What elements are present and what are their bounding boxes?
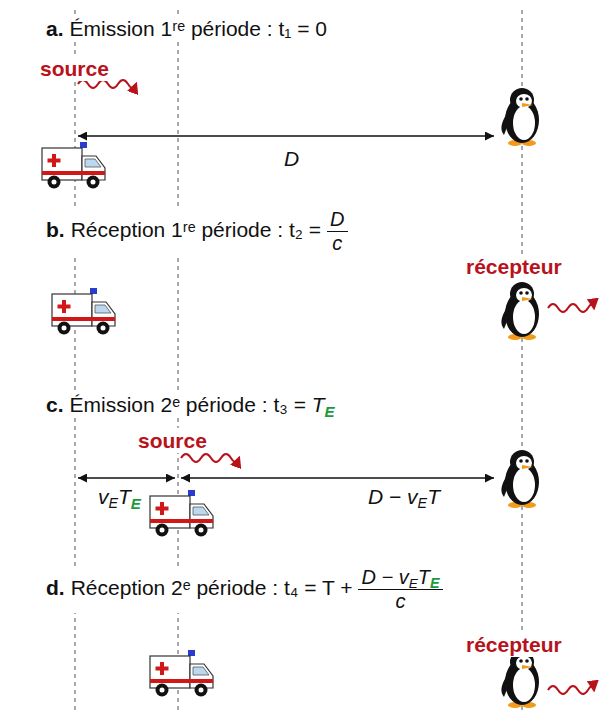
period-subscript: E xyxy=(430,575,440,591)
distance-arrow xyxy=(78,135,494,136)
distance-arrow xyxy=(78,477,175,478)
step-text: Émission 1ʳᵉ période : t₁ = 0 xyxy=(70,17,327,40)
step-heading: c. Émission 2ᵉ période : t₃ = TE xyxy=(44,392,337,417)
step-letter: d. xyxy=(46,576,65,599)
receiver-label: récepteur xyxy=(464,632,564,657)
step-letter: a. xyxy=(46,17,64,40)
ambulance-icon xyxy=(150,490,213,537)
period-symbol: T xyxy=(427,485,440,508)
distance-arrow xyxy=(181,477,494,478)
ambulance-icon xyxy=(150,650,213,697)
fraction-numerator: D xyxy=(330,208,344,230)
fraction-denominator: c xyxy=(396,590,406,612)
distance-label: vETE xyxy=(96,484,143,509)
speed-subscript: E xyxy=(409,576,418,591)
distance-text: D − v xyxy=(368,485,418,508)
step-text: Réception 1ʳᵉ période : t₂ = xyxy=(71,218,321,241)
period-symbol: T xyxy=(118,485,131,508)
distance-label: D xyxy=(282,146,301,171)
step-letter: c. xyxy=(46,393,64,416)
step-heading: a. Émission 1ʳᵉ période : t₁ = 0 xyxy=(44,16,329,41)
distance-label: D − vET xyxy=(366,484,442,509)
speed-symbol: v xyxy=(98,485,109,508)
penguin-icon xyxy=(501,282,539,340)
wave-arrow xyxy=(181,454,239,462)
ambulance-icon xyxy=(42,142,105,189)
step-heading: b. Réception 1ʳᵉ période : t₂ = Dc xyxy=(44,208,350,255)
step-heading: d.Réception 2ᵉ période : t₄ = T +D − vET… xyxy=(44,566,445,613)
speed-subscript: E xyxy=(418,495,428,511)
wave-arrow xyxy=(548,686,594,694)
step-text: Émission 2ᵉ période : t₃ = xyxy=(70,393,306,416)
receiver-label: récepteur xyxy=(464,254,564,279)
penguin-icon xyxy=(501,88,539,146)
step-text: Réception 2ᵉ période : t₄ = T + xyxy=(71,576,353,599)
period-symbol: T xyxy=(312,393,325,416)
source-label: source xyxy=(136,428,209,453)
step-letter: b. xyxy=(46,218,65,241)
speed-subscript: E xyxy=(109,495,119,511)
source-label: source xyxy=(38,56,111,81)
period-subscript: E xyxy=(325,403,335,420)
wave-arrow xyxy=(78,80,136,88)
fraction-numerator: D − v xyxy=(361,566,408,588)
fraction: D − vETEc xyxy=(358,566,442,613)
wave-arrow xyxy=(548,304,594,312)
penguin-icon xyxy=(501,650,539,708)
fraction: Dc xyxy=(327,208,347,255)
period-symbol: T xyxy=(418,566,430,588)
ambulance-icon xyxy=(52,288,115,335)
fraction-denominator: c xyxy=(332,232,342,254)
period-subscript: E xyxy=(131,495,141,512)
penguin-icon xyxy=(501,450,539,508)
